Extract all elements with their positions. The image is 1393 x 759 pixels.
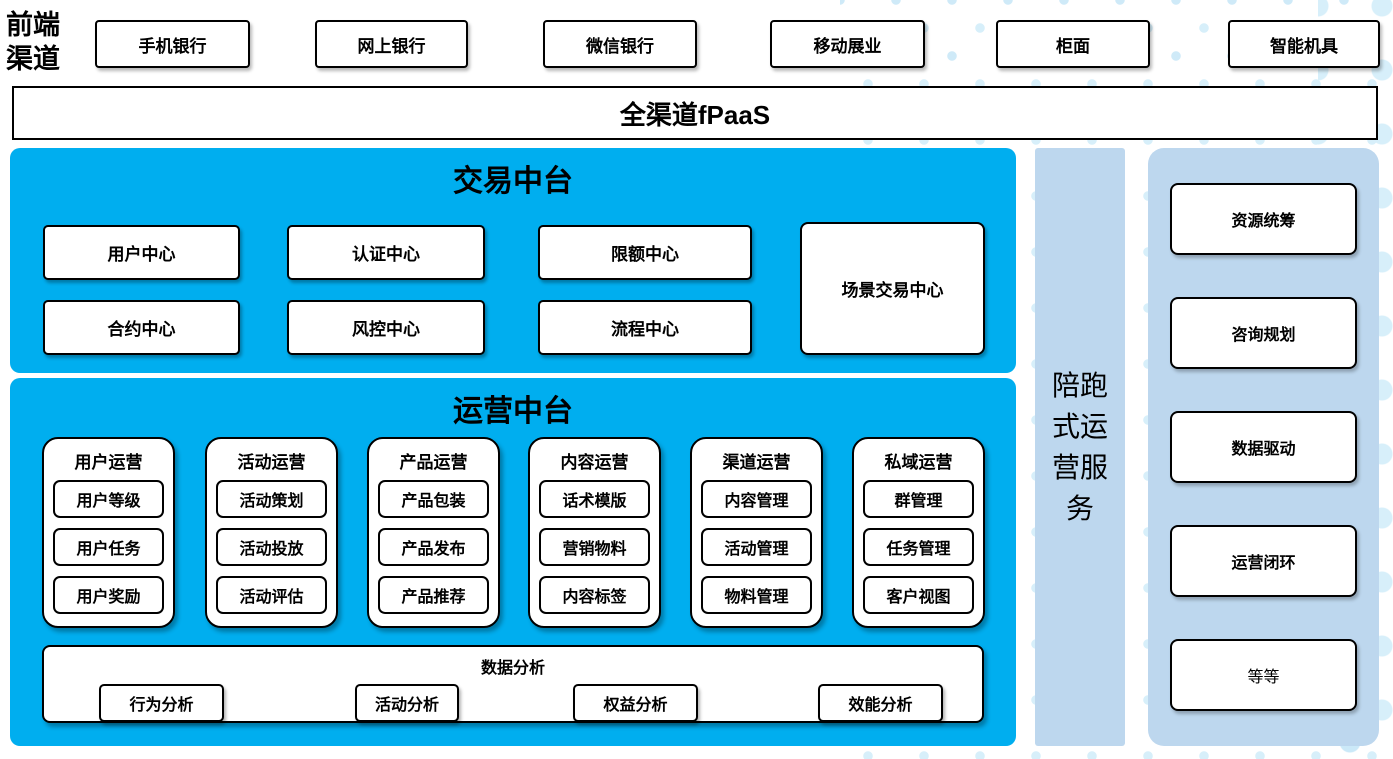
trade-box-auth-center: 认证中心 — [287, 225, 485, 280]
service-box-data-driven: 数据驱动 — [1170, 411, 1357, 483]
channel-box-mobile-banking: 手机银行 — [95, 20, 250, 68]
group-item: 内容管理 — [701, 480, 812, 518]
group-item: 群管理 — [863, 480, 974, 518]
channel-box-wechat-banking: 微信银行 — [543, 20, 697, 68]
service-box-consulting-planning: 咨询规划 — [1170, 297, 1357, 369]
operations-platform-title: 运营中台 — [453, 395, 573, 428]
group-item: 任务管理 — [863, 528, 974, 566]
analysis-box-rights: 权益分析 — [573, 684, 698, 722]
group-item: 用户等级 — [53, 480, 164, 518]
channel-box-mobile-business: 移动展业 — [770, 20, 925, 68]
group-item: 活动投放 — [216, 528, 327, 566]
operations-platform-block: 运营中台 用户运营 用户等级 用户任务 用户奖励 活动运营 活动策划 活动投放 … — [10, 378, 1016, 746]
data-analysis-title: 数据分析 — [480, 660, 545, 677]
trade-box-limit-center: 限额中心 — [538, 225, 752, 280]
group-item: 活动管理 — [701, 528, 812, 566]
analysis-box-activity: 活动分析 — [355, 684, 459, 722]
ops-group-channel: 渠道运营 内容管理 活动管理 物料管理 — [690, 437, 823, 628]
group-item: 营销物料 — [539, 528, 650, 566]
front-channels-label: 前端渠道 — [6, 10, 60, 74]
analysis-box-efficiency: 效能分析 — [818, 684, 943, 722]
ops-group-activity: 活动运营 活动策划 活动投放 活动评估 — [205, 437, 338, 628]
group-title: 内容运营 — [560, 453, 629, 472]
accompany-service-label: 陪跑式运营服务 — [1051, 370, 1108, 524]
group-title: 活动运营 — [237, 453, 306, 472]
group-title: 渠道运营 — [722, 453, 791, 472]
trade-box-user-center: 用户中心 — [43, 225, 240, 280]
service-box-etc: 等等 — [1170, 639, 1357, 711]
trade-box-process-center: 流程中心 — [538, 300, 752, 355]
accompany-service-strip: 陪跑式运营服务 — [1035, 148, 1125, 746]
ops-group-private-domain: 私域运营 群管理 任务管理 客户视图 — [852, 437, 985, 628]
channel-box-online-banking: 网上银行 — [315, 20, 468, 68]
group-item: 用户奖励 — [53, 576, 164, 614]
group-item: 物料管理 — [701, 576, 812, 614]
group-item: 产品推荐 — [378, 576, 489, 614]
trade-box-scenario-trade-center: 场景交易中心 — [800, 222, 985, 355]
group-item: 活动策划 — [216, 480, 327, 518]
service-box-resource-coordination: 资源统筹 — [1170, 183, 1357, 255]
fpaas-bar: 全渠道fPaaS — [12, 86, 1378, 140]
trade-box-contract-center: 合约中心 — [43, 300, 240, 355]
ops-group-user: 用户运营 用户等级 用户任务 用户奖励 — [42, 437, 175, 628]
trade-platform-block: 交易中台 用户中心 认证中心 限额中心 合约中心 风控中心 流程中心 场景交易中… — [10, 148, 1016, 373]
ops-group-product: 产品运营 产品包装 产品发布 产品推荐 — [367, 437, 500, 628]
group-item: 用户任务 — [53, 528, 164, 566]
group-item: 客户视图 — [863, 576, 974, 614]
analysis-box-behavior: 行为分析 — [99, 684, 224, 722]
service-box-operations-loop: 运营闭环 — [1170, 525, 1357, 597]
service-panel: 资源统筹 咨询规划 数据驱动 运营闭环 等等 — [1148, 148, 1379, 746]
ops-group-content: 内容运营 话术模版 营销物料 内容标签 — [528, 437, 661, 628]
trade-box-risk-center: 风控中心 — [287, 300, 485, 355]
group-title: 产品运营 — [399, 453, 468, 472]
group-item: 产品发布 — [378, 528, 489, 566]
group-title: 私域运营 — [884, 453, 953, 472]
group-item: 内容标签 — [539, 576, 650, 614]
group-item: 产品包装 — [378, 480, 489, 518]
group-title: 用户运营 — [74, 453, 143, 472]
channel-box-smart-machines: 智能机具 — [1228, 20, 1380, 68]
channel-box-counter: 柜面 — [996, 20, 1150, 68]
group-item: 话术模版 — [539, 480, 650, 518]
group-item: 活动评估 — [216, 576, 327, 614]
data-analysis-container: 数据分析 行为分析 活动分析 权益分析 效能分析 — [42, 645, 984, 723]
trade-platform-title: 交易中台 — [453, 165, 573, 198]
